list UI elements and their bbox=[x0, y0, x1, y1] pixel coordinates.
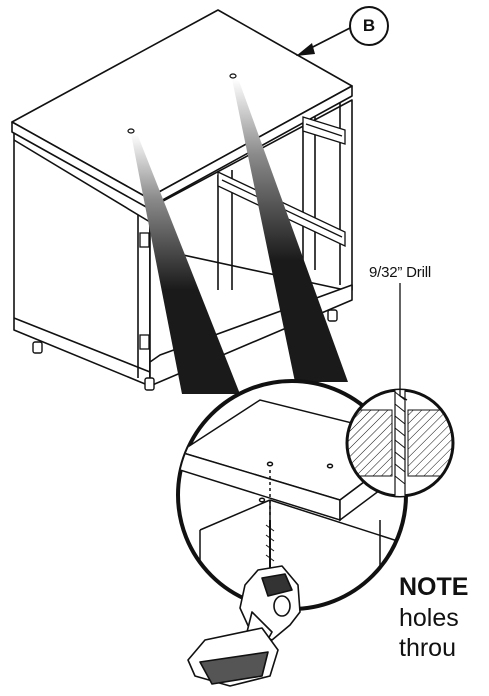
note-line-2: throu bbox=[399, 634, 456, 662]
cabinet-feet bbox=[32, 309, 338, 391]
magnify-beams bbox=[131, 79, 348, 394]
note-title: NOTE bbox=[399, 573, 469, 601]
drill-size-label: 9/32” Drill bbox=[369, 264, 431, 281]
arrow-pointer-icon bbox=[296, 27, 351, 56]
top-holes bbox=[127, 73, 237, 134]
drill-tool-icon bbox=[187, 520, 301, 687]
part-letter: B bbox=[362, 16, 376, 35]
part-callout-b: B bbox=[349, 6, 389, 46]
drill-section-circle bbox=[345, 283, 455, 498]
note-line-1: holes bbox=[399, 604, 459, 632]
